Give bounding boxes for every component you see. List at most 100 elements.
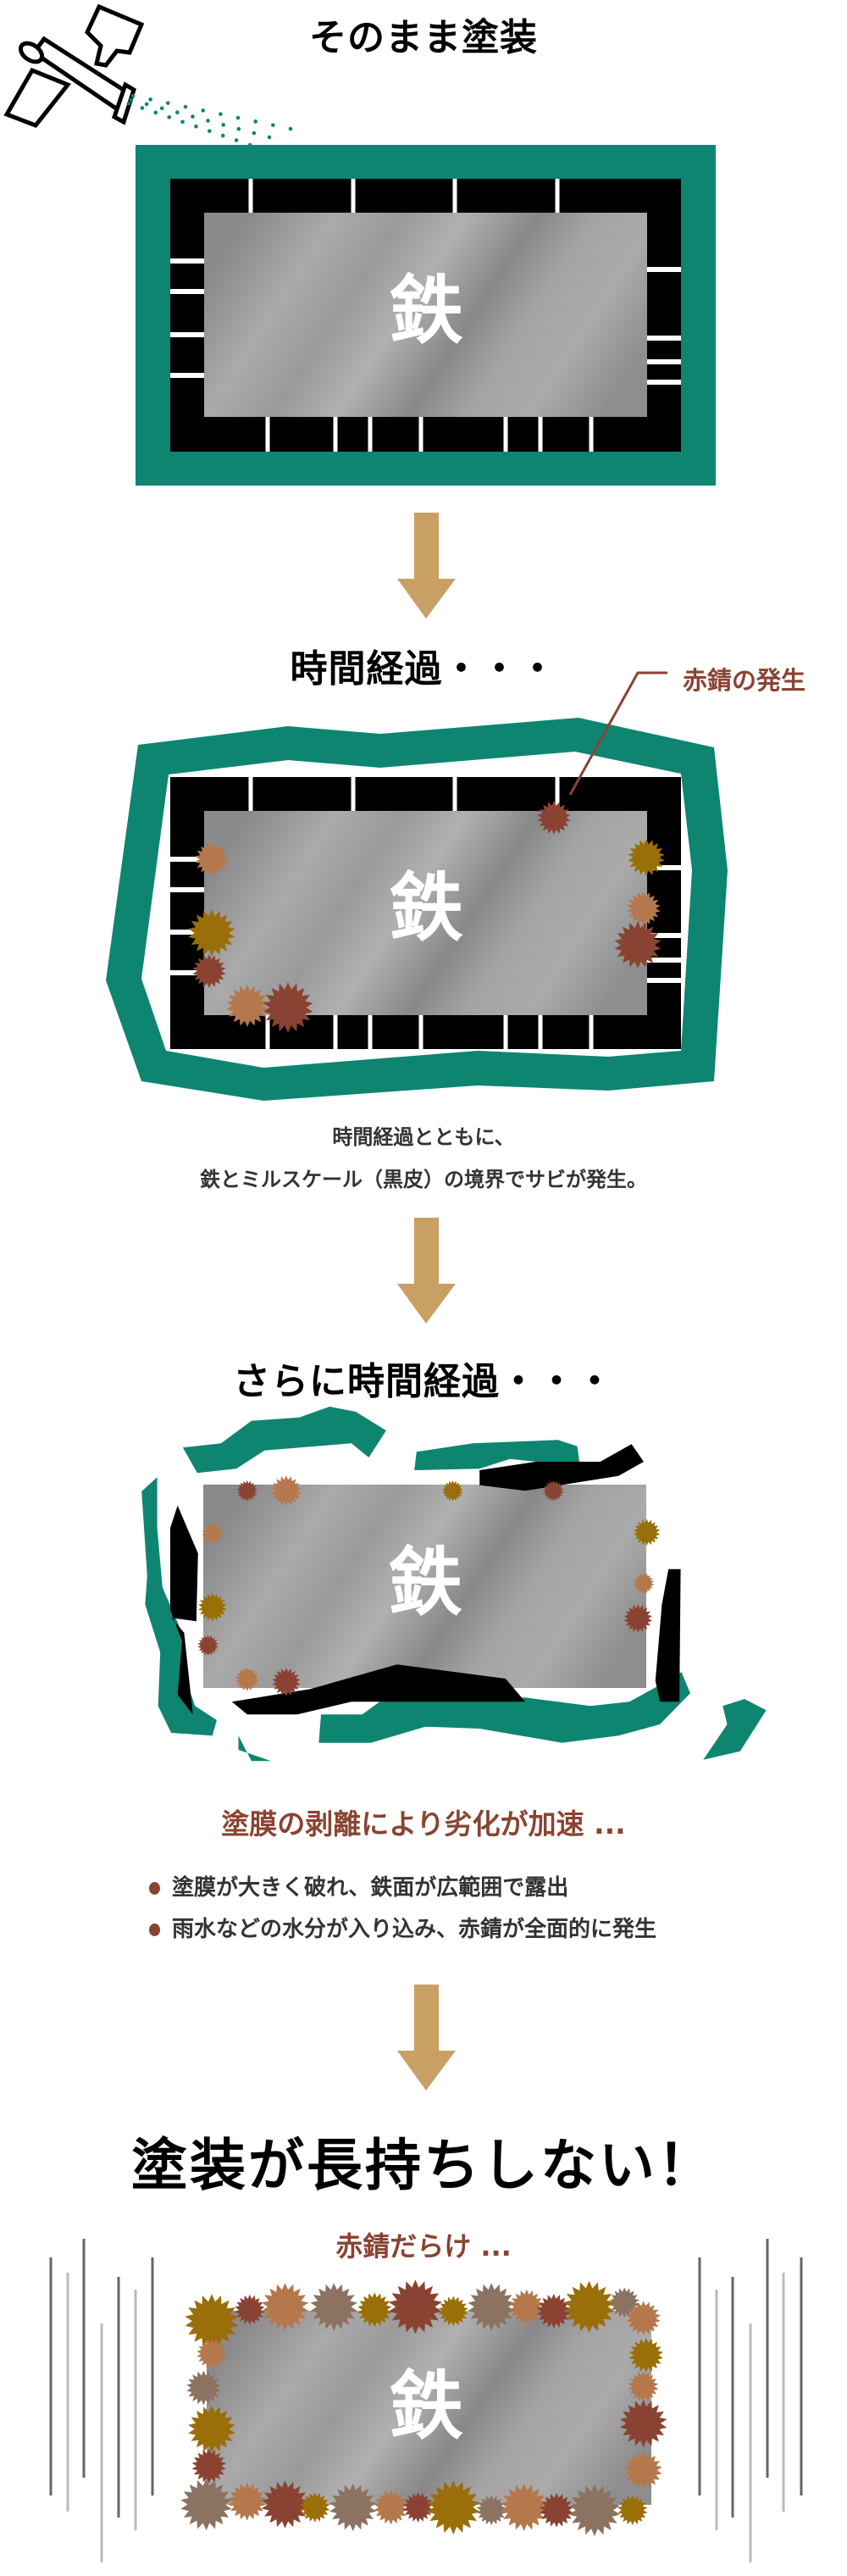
iron-label: 鉄 bbox=[387, 1539, 462, 1626]
rust-spot-icon bbox=[271, 1475, 302, 1507]
scale-crack bbox=[170, 857, 204, 862]
spray-dot bbox=[191, 114, 195, 119]
spray-dot bbox=[208, 129, 212, 133]
scale-crack bbox=[265, 417, 270, 452]
rust-spot-icon bbox=[468, 2283, 515, 2331]
rust-spot-icon bbox=[261, 2480, 309, 2529]
scale-crack bbox=[170, 970, 204, 975]
spray-dot bbox=[144, 102, 149, 107]
spray-dot bbox=[267, 135, 272, 140]
steel-plate bbox=[204, 213, 647, 417]
rust-spot-icon bbox=[476, 2495, 507, 2526]
rust-spot-icon bbox=[626, 2301, 661, 2336]
scale-crack bbox=[555, 179, 560, 213]
rust-spot-icon bbox=[623, 1604, 652, 1633]
spray-dot bbox=[206, 119, 210, 123]
scale-crack bbox=[647, 958, 681, 963]
spray-dot bbox=[167, 115, 171, 119]
arrow-shaft bbox=[414, 513, 439, 580]
spray-dot bbox=[180, 119, 185, 125]
rust-spot-icon bbox=[627, 891, 661, 925]
rust-spot-icon bbox=[402, 2492, 434, 2523]
paint-fragment bbox=[703, 1699, 767, 1760]
rust-spot-icon bbox=[197, 1635, 219, 1657]
rust-spot-icon bbox=[628, 2371, 659, 2402]
scale-crack bbox=[351, 777, 356, 811]
rust-spot-icon bbox=[198, 1592, 227, 1622]
rust-spot-icon bbox=[186, 2370, 221, 2406]
scale-crack bbox=[265, 1014, 270, 1049]
scale-crack bbox=[418, 1014, 424, 1049]
paint-coating bbox=[106, 718, 728, 1101]
scale-crack bbox=[418, 417, 424, 452]
callout-leader-line bbox=[568, 671, 667, 796]
spray-dot bbox=[166, 101, 170, 105]
scale-crack bbox=[647, 336, 681, 341]
rust-spot-icon bbox=[263, 982, 313, 1033]
rust-spot-icon bbox=[438, 2296, 468, 2327]
paint-fragments bbox=[141, 1407, 767, 1762]
spray-dot bbox=[220, 133, 225, 138]
rust-spot-icon bbox=[192, 954, 226, 988]
scale-crack bbox=[333, 1014, 338, 1049]
stage3-title: さらに時間経過・・・ bbox=[233, 1360, 614, 1403]
rust-spot-icon bbox=[188, 2405, 235, 2453]
rust-spot-icon bbox=[235, 2294, 265, 2325]
arrow-down-icon bbox=[397, 1218, 456, 1324]
mill-scale-fragment bbox=[231, 1664, 525, 1715]
rust-callout-label: 赤錆の発生 bbox=[683, 666, 806, 695]
iron-label: 鉄 bbox=[388, 267, 463, 354]
rust-spot-icon bbox=[536, 2293, 571, 2329]
paint-fragment bbox=[141, 1477, 217, 1736]
rust-spot-icon bbox=[191, 2448, 226, 2484]
scale-crack bbox=[452, 777, 457, 811]
scale-crack bbox=[503, 417, 508, 452]
stage2-caption-line2: 鉄とミルスケール（黒皮）の境界でサビが発生。 bbox=[200, 1168, 647, 1191]
rust-spot-icon bbox=[563, 2280, 615, 2334]
spray-dot bbox=[126, 101, 131, 106]
rusted-steel-diagram bbox=[180, 2279, 667, 2537]
paint-fragment bbox=[182, 1407, 386, 1474]
rust-spot-icon bbox=[633, 1572, 655, 1594]
rust-spot-icon bbox=[619, 2399, 667, 2448]
rust-spot-icon bbox=[617, 2495, 648, 2526]
iron-label: 鉄 bbox=[388, 864, 463, 952]
bullet-text: 塗膜が大きく破れ、鉄面が広範囲で露出 bbox=[172, 1875, 569, 1901]
spray-dot bbox=[148, 97, 152, 102]
scale-crack bbox=[368, 1014, 373, 1049]
rust-spot-icon bbox=[310, 2283, 357, 2331]
rust-spot-icon bbox=[537, 801, 571, 835]
arrow-down-icon bbox=[397, 1985, 456, 2090]
scale-crack bbox=[555, 777, 560, 811]
scale-crack bbox=[452, 179, 457, 213]
scale-crack bbox=[248, 179, 253, 213]
scale-crack bbox=[647, 865, 681, 870]
paint-fragment bbox=[238, 1735, 271, 1762]
spray-dot bbox=[175, 110, 180, 114]
scale-crack bbox=[503, 1014, 508, 1049]
spray-dot bbox=[253, 119, 257, 124]
scale-crack bbox=[170, 373, 204, 378]
stage4-title: 塗装が長持ちしない！ bbox=[131, 2133, 716, 2198]
mill-scale-fragments bbox=[170, 1444, 681, 1715]
stage4-subtitle: 赤錆だらけ ... bbox=[335, 2230, 512, 2262]
rust-spot-icon bbox=[509, 2289, 544, 2324]
spray-dot bbox=[183, 104, 188, 109]
spray-gun-icon bbox=[3, 3, 145, 128]
coated-steel-diagram bbox=[136, 145, 716, 486]
rust-spot-icon bbox=[539, 2492, 574, 2528]
rust-spot-icon bbox=[568, 2484, 621, 2537]
bullet-icon bbox=[149, 1924, 160, 1936]
rust-spot-icon bbox=[197, 2338, 227, 2369]
spray-dot bbox=[219, 112, 223, 116]
steel-plate bbox=[203, 1485, 646, 1688]
arrow-head bbox=[397, 579, 456, 619]
stage1-title: そのまま塗装 bbox=[309, 16, 538, 59]
rain-lines bbox=[49, 2239, 803, 2562]
stage2-title: 時間経過・・・ bbox=[290, 647, 557, 691]
scale-crack bbox=[170, 289, 204, 294]
steel-plate bbox=[207, 2311, 651, 2505]
rust-spot-icon bbox=[388, 2279, 442, 2334]
scale-crack bbox=[351, 179, 356, 213]
spray-dot bbox=[271, 123, 275, 127]
